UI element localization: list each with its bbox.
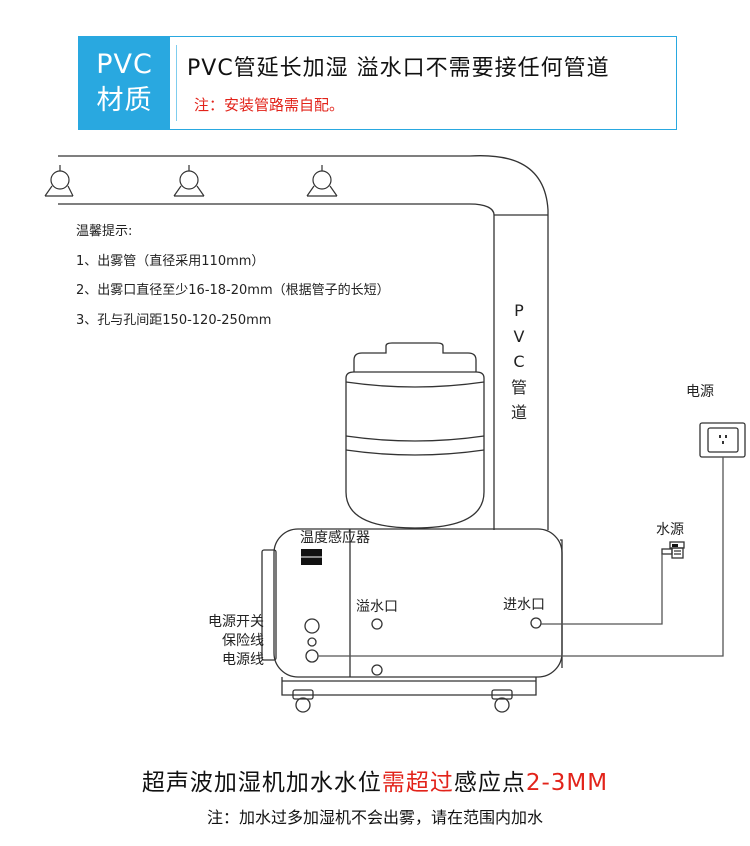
water-inlet-port — [530, 617, 542, 629]
pvc-pipe-label: P V C 管 道 — [503, 298, 535, 426]
pipe-label-char: 管 — [510, 377, 527, 397]
footer-value: 2-3MM — [525, 770, 609, 796]
material-badge: PVC 材质 — [79, 37, 170, 129]
water-tap-icon — [661, 541, 685, 559]
power-outlet — [699, 422, 746, 458]
pipe-label-char: V — [513, 326, 525, 346]
pipe-elbow — [469, 155, 549, 216]
tip-item: 2、出雾口直径至少16-18-20mm（根据管子的长短） — [76, 283, 390, 298]
power-cord-label: 电源线 — [222, 652, 264, 668]
mist-nozzle — [306, 165, 338, 197]
outlet-sockets — [719, 435, 727, 444]
tips-block: 温馨提示: 1、出雾管（直径采用110mm） 2、出雾口直径至少16-18-20… — [76, 217, 390, 335]
fuse-holder — [307, 637, 317, 647]
header-note: 注：安装管路需自配。 — [194, 96, 345, 114]
pipe-label-char: P — [514, 301, 524, 320]
drain-port — [371, 664, 383, 676]
footer-middle: 感应点 — [453, 770, 526, 796]
water-inlet-label: 进水口 — [503, 597, 545, 613]
power-source-label: 电源 — [686, 384, 714, 400]
humidity-sensor-label: 温度感应器 — [300, 530, 370, 546]
mist-nozzle — [173, 165, 205, 197]
water-source-label: 水源 — [656, 522, 684, 538]
tap-handle — [672, 544, 678, 547]
header-divider — [176, 45, 177, 121]
power-line — [318, 457, 724, 657]
header-main-text: PVC管延长加湿 溢水口不需要接任何管道 — [187, 56, 610, 81]
mist-nozzle — [44, 165, 74, 197]
footer-prefix: 超声波加湿机加水水位 — [141, 770, 382, 796]
water-supply-line — [541, 554, 663, 625]
tips-title: 温馨提示: — [76, 224, 133, 239]
tip-item: 3、孔与孔间距150-120-250mm — [76, 312, 272, 328]
badge-line-2: 材质 — [96, 85, 153, 116]
badge-line-1: PVC — [96, 49, 153, 80]
overflow-port — [371, 618, 383, 630]
caster-wheel — [292, 689, 314, 713]
vertical-pvc-pipe — [493, 215, 549, 530]
humidifier-body — [261, 528, 563, 696]
tip-item: 1、出雾管（直径采用110mm） — [76, 253, 265, 269]
caster-wheel — [491, 689, 513, 713]
horizontal-pvc-pipe — [58, 155, 470, 205]
header-banner: PVC 材质 PVC管延长加湿 溢水口不需要接任何管道 注：安装管路需自配。 — [78, 36, 677, 130]
footer-note: 注：加水过多加湿机不会出雾，请在范围内加水 — [206, 808, 543, 827]
footer-highlight: 需超过 — [381, 770, 454, 796]
overflow-label: 溢水口 — [356, 599, 398, 615]
pipe-label-char: 道 — [510, 403, 527, 422]
footer-main-text: 超声波加湿机加水水位需超过感应点2-3MM — [0, 763, 750, 797]
side-labels: 电源开关 保险线 电源线 — [196, 613, 264, 670]
power-cord-port — [305, 649, 319, 663]
power-switch — [304, 618, 320, 634]
fuse-label: 保险线 — [222, 633, 264, 649]
water-bucket — [345, 342, 485, 529]
power-switch-label: 电源开关 — [208, 614, 264, 630]
pipe-label-char: C — [513, 352, 525, 371]
